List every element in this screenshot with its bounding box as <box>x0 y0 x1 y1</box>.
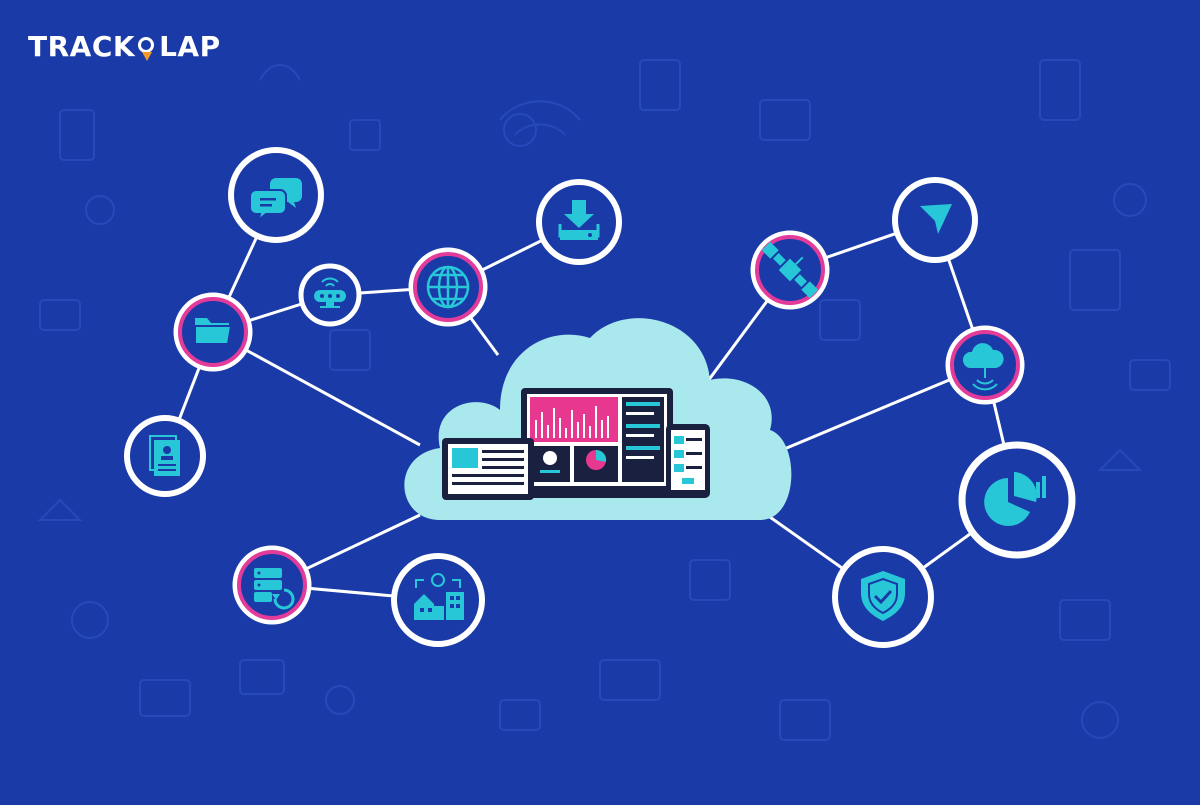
logo-text-suffix: LAP <box>159 30 221 63</box>
id-document-icon <box>149 435 180 476</box>
phone-device <box>666 424 710 498</box>
satellite-icon <box>761 241 819 299</box>
node-backup <box>232 545 312 625</box>
node-globe <box>408 247 488 327</box>
folder-icon <box>194 318 233 345</box>
laptop-device <box>505 388 690 498</box>
node-navigation <box>892 177 978 263</box>
location-pin-icon <box>136 36 158 61</box>
shield-check-icon <box>861 571 905 621</box>
node-chat <box>228 147 324 243</box>
node-router <box>298 263 362 327</box>
globe-icon <box>426 265 470 309</box>
server-backup-icon <box>254 568 295 610</box>
node-buildings <box>391 553 485 647</box>
node-satellite <box>750 230 830 310</box>
tablet-device <box>442 438 534 500</box>
node-analytics <box>958 441 1076 559</box>
wifi-router-icon <box>314 277 346 308</box>
node-download <box>536 179 622 265</box>
cloud-wifi-icon <box>962 343 1004 391</box>
node-folder <box>173 292 253 372</box>
node-security <box>832 546 934 648</box>
background-pattern <box>37 59 1171 741</box>
node-cloud-wifi <box>945 325 1025 405</box>
chat-bubbles-icon <box>249 178 302 223</box>
laptop-bar-chart <box>535 406 609 438</box>
node-documents <box>124 415 206 497</box>
brand-logo: TRACK LAP <box>28 30 221 63</box>
download-icon <box>558 200 600 240</box>
pie-chart-icon <box>984 472 1046 526</box>
navigation-arrow-icon <box>920 204 952 234</box>
logo-text-prefix: TRACK <box>28 30 136 63</box>
buildings-network-icon <box>414 573 464 620</box>
